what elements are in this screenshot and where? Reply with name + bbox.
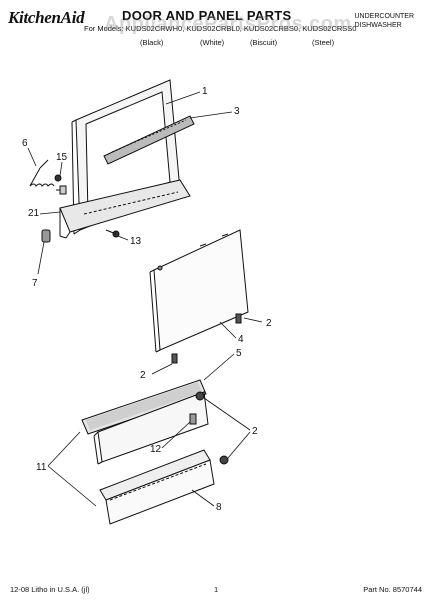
part-door-spring: [29, 159, 55, 187]
part-screw-2a: [235, 313, 242, 324]
brand-logo: KitchenAid: [8, 8, 85, 27]
color-biscuit: (Biscuit): [250, 38, 278, 47]
part-screw-2c: [195, 391, 205, 401]
part-screw-13: [105, 229, 120, 238]
part-inner-door-frame: [59, 79, 191, 239]
callout-21: 21: [28, 208, 40, 219]
page-title: DOOR AND PANEL PARTS: [122, 8, 292, 23]
callout-2c: 2: [252, 426, 258, 437]
callout-13: 13: [130, 236, 142, 247]
appliance-type: UNDERCOUNTER DISHWASHER: [355, 12, 415, 30]
callout-12: 12: [150, 444, 162, 455]
callout-2b: 2: [140, 370, 146, 381]
callout-2a: 2: [266, 318, 272, 329]
part-vent-strip: [103, 115, 195, 165]
part-upper-kick-panel: [81, 379, 209, 465]
callout-15: 15: [56, 152, 68, 163]
callout-5: 5: [236, 348, 242, 359]
callout-1: 1: [202, 86, 208, 97]
callout-3: 3: [234, 106, 240, 117]
part-screw-2b: [171, 353, 178, 364]
part-clip: [41, 229, 51, 243]
litho-note: 12-08 Litho in U.S.A. (jl): [10, 585, 90, 594]
part-door-panel: [149, 229, 249, 353]
model-list: For Models: KUDS02CRWH0, KUDS02CRBL0, KU…: [84, 24, 357, 33]
color-steel: (Steel): [312, 38, 335, 47]
part-screw-2d: [219, 455, 229, 465]
part-bracket-screw: [54, 174, 67, 195]
appliance-line-2: DISHWASHER: [354, 22, 402, 29]
callout-4: 4: [238, 334, 244, 345]
callout-11: 11: [36, 462, 47, 473]
leader-lines: [27, 91, 263, 507]
part-bracket-12: [189, 413, 197, 425]
part-number: Part No. 8570744: [363, 585, 422, 594]
callout-8: 8: [216, 502, 222, 513]
color-black: (Black): [140, 38, 164, 47]
page-number: 1: [214, 585, 219, 594]
callout-7: 7: [32, 278, 38, 289]
callout-6: 6: [22, 138, 28, 149]
part-toe-kick-panel: [99, 449, 215, 525]
watermark: AppliancePartsPros.com: [104, 13, 352, 35]
appliance-line-1: UNDERCOUNTER: [354, 13, 415, 20]
header: KitchenAid DOOR AND PANEL PARTS For Mode…: [0, 0, 434, 62]
color-white: (White): [200, 38, 225, 47]
